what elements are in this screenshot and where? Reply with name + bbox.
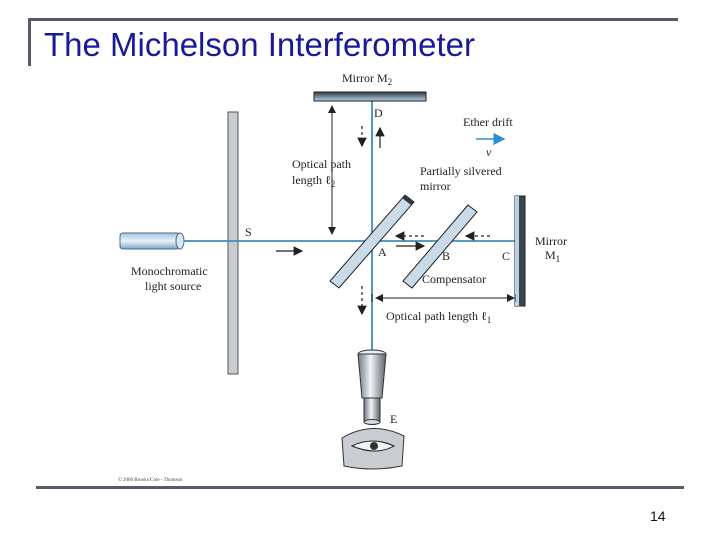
telescope bbox=[357, 349, 387, 425]
label-optical-path-2-line1: Optical path bbox=[292, 157, 351, 171]
frame-top-bar bbox=[28, 18, 678, 21]
slide-title: The Michelson Interferometer bbox=[44, 26, 476, 63]
label-ether-drift: Ether drift bbox=[463, 115, 513, 129]
label-velocity: v bbox=[486, 145, 492, 159]
partially-silvered-mirror bbox=[329, 194, 415, 289]
compensator-plate bbox=[402, 204, 478, 289]
label-partially-silvered-line2: mirror bbox=[420, 179, 451, 193]
dimension-arrows bbox=[328, 105, 516, 302]
copyright-notice: © 2006 Brooks/Cole - Thomson bbox=[118, 477, 183, 483]
label-mirror-m2: Mirror M2 bbox=[342, 71, 392, 87]
page-number: 14 bbox=[650, 508, 666, 524]
label-partially-silvered-line1: Partially silvered bbox=[420, 164, 502, 178]
mirror-m2 bbox=[313, 91, 427, 102]
label-compensator: Compensator bbox=[422, 272, 486, 286]
label-point-e: E bbox=[390, 412, 397, 426]
label-mirror-m1-line2: M1 bbox=[545, 248, 560, 264]
light-source-tube bbox=[119, 232, 185, 250]
mirror-m1 bbox=[514, 195, 526, 307]
footer-rule bbox=[36, 486, 684, 489]
dashed-arrows bbox=[276, 126, 490, 316]
label-source-line2: light source bbox=[145, 279, 201, 293]
label-point-s: S bbox=[245, 225, 252, 239]
label-optical-path-1: Optical path length ℓ1 bbox=[386, 309, 491, 325]
label-source-line1: Monochromatic bbox=[131, 264, 208, 278]
label-optical-path-2-line2: length ℓ2 bbox=[292, 173, 335, 189]
screen-wall bbox=[227, 111, 239, 375]
label-point-b: B bbox=[442, 249, 450, 263]
label-point-d: D bbox=[374, 106, 383, 120]
label-point-a: A bbox=[378, 245, 387, 259]
light-beams bbox=[184, 100, 515, 352]
observer-eye bbox=[341, 427, 405, 470]
label-mirror-m1-line1: Mirror bbox=[535, 234, 567, 248]
frame-left-bar bbox=[28, 18, 31, 66]
label-point-c: C bbox=[502, 249, 510, 263]
